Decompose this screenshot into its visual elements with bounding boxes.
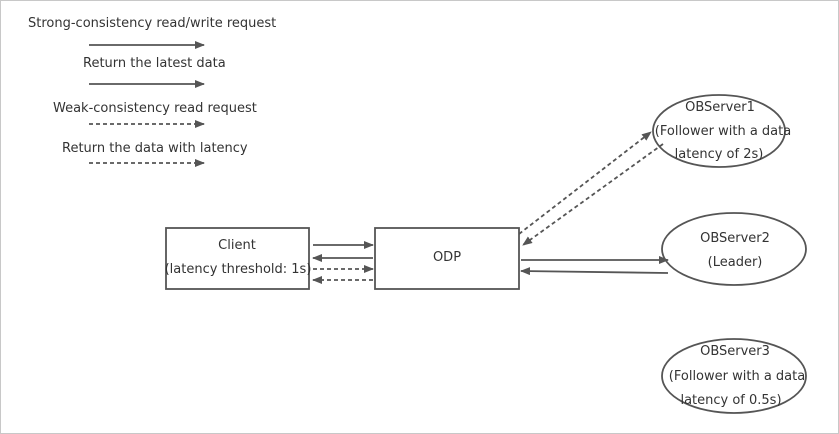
- legend-weak-request-label: Weak-consistency read request: [53, 101, 257, 116]
- odp-box: [374, 227, 520, 290]
- odp-to-observer1-weak-arrow: [518, 131, 652, 235]
- observer3-detail-line1: (Follower with a data: [668, 369, 806, 384]
- observer1-detail-line1: (Follower with a data: [654, 124, 792, 139]
- client-detail: (latency threshold: 1s): [164, 262, 312, 277]
- observer2-to-odp-arrow: [520, 267, 669, 276]
- observer1-to-odp-latency-arrow: [522, 143, 664, 246]
- observer2-ellipse: [661, 212, 807, 286]
- legend-latest-data-label: Return the latest data: [83, 56, 226, 71]
- legend-latency-data-label: Return the data with latency: [62, 141, 248, 156]
- observer1-name: OBServer1: [685, 100, 755, 115]
- observer1-ellipse: [652, 94, 786, 168]
- observer1-detail-line2: latency of 2s): [674, 147, 764, 162]
- legend-strong-request-label: Strong-consistency read/write request: [28, 16, 277, 31]
- observer2-name: OBServer2: [700, 231, 770, 246]
- observer3-detail-line2: latency of 0.5s): [680, 393, 782, 408]
- observer2-detail: (Leader): [707, 255, 763, 270]
- client-box: [165, 227, 310, 290]
- odp-name: ODP: [432, 250, 462, 265]
- observer3-name: OBServer3: [700, 344, 770, 359]
- observer3-ellipse: [661, 338, 807, 414]
- client-name: Client: [218, 238, 256, 253]
